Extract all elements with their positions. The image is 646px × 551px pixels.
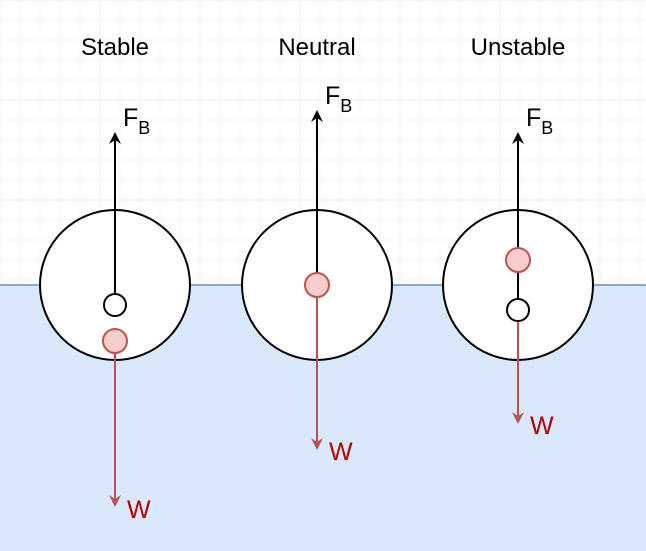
- weight-label-neutral: W: [329, 438, 353, 466]
- case-neutral: Neutral FB W: [241, 34, 393, 466]
- center-of-gravity-stable: [102, 328, 128, 354]
- case-unstable: Unstable FB W: [442, 34, 594, 440]
- weight-label-unstable: W: [530, 412, 554, 440]
- center-of-buoyancy-unstable: [506, 298, 530, 322]
- case-stable: Stable FB W: [39, 34, 191, 524]
- case-title-unstable: Unstable: [471, 34, 566, 61]
- center-of-buoyancy-stable: [103, 293, 127, 317]
- buoyancy-label-stable: FB: [123, 104, 150, 138]
- center-of-gravity-neutral: [304, 272, 330, 298]
- case-title-stable: Stable: [81, 34, 149, 61]
- buoyancy-label-neutral: FB: [325, 82, 352, 116]
- center-of-gravity-unstable: [505, 247, 531, 273]
- buoyancy-label-unstable: FB: [526, 104, 553, 138]
- case-title-neutral: Neutral: [278, 34, 355, 61]
- weight-label-stable: W: [127, 496, 151, 524]
